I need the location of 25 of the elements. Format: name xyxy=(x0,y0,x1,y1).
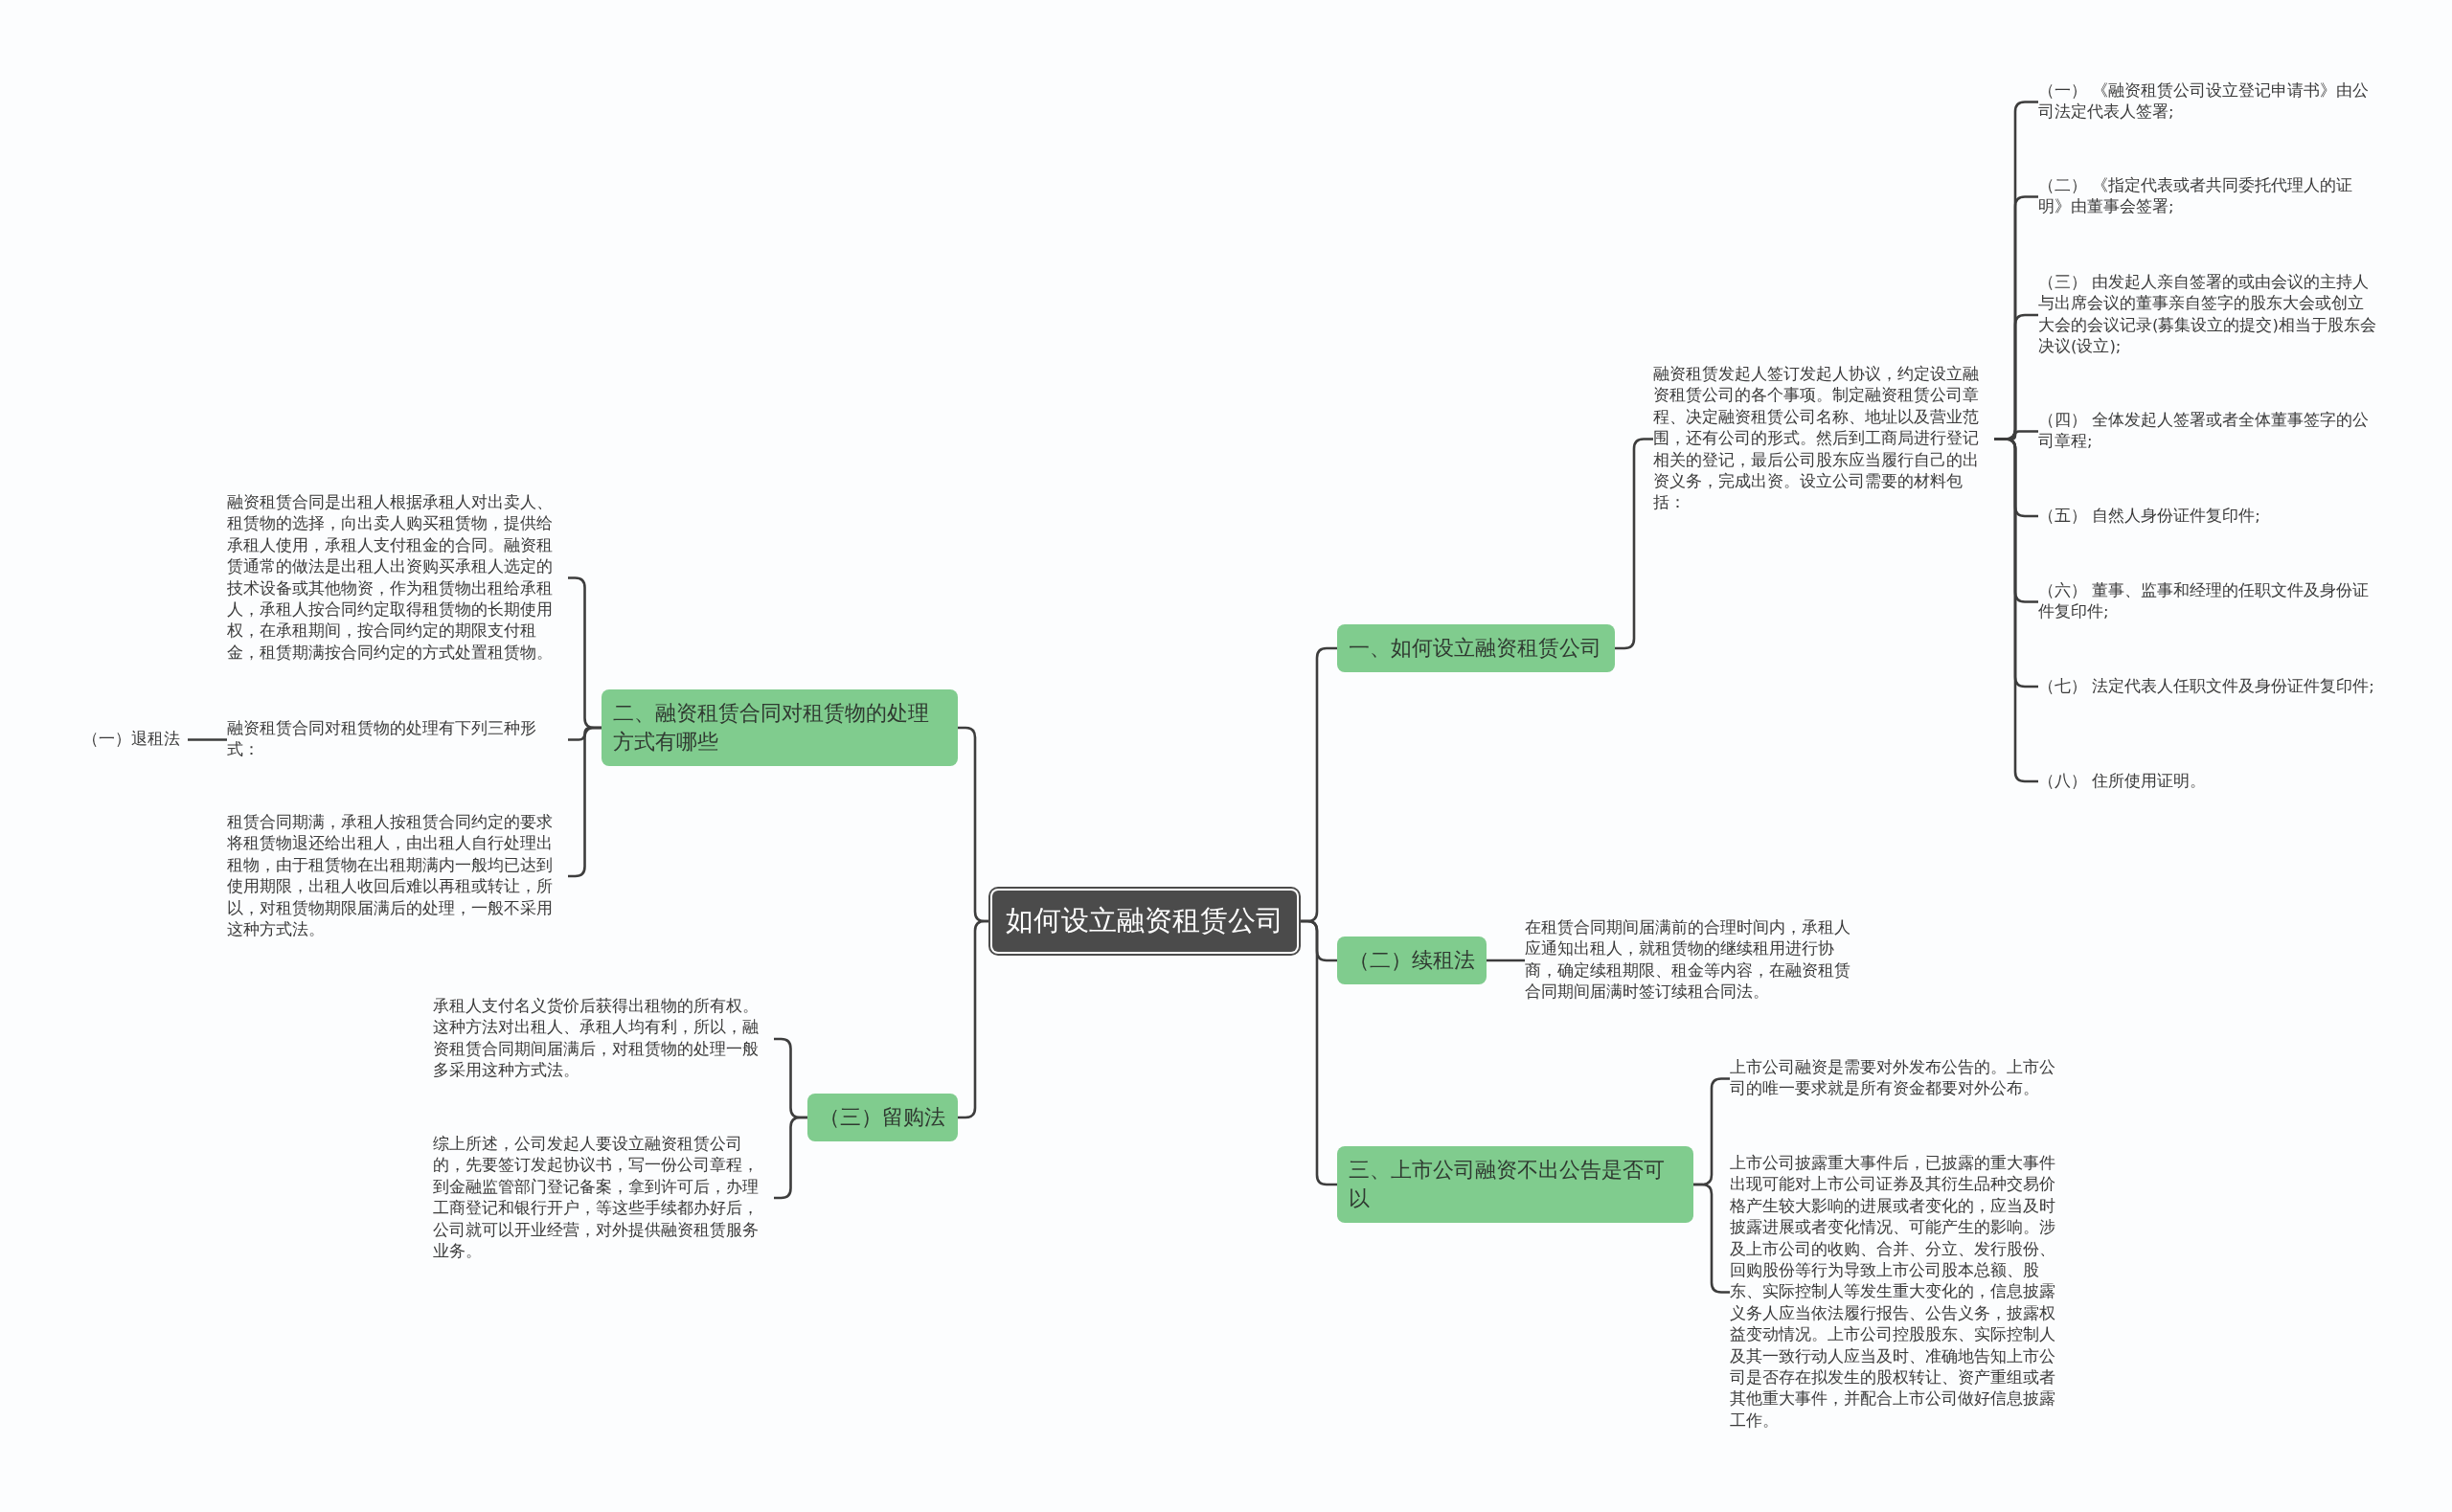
note-text: 综上所述，公司发起人要设立融资租赁公司的，先要签订发起协议书，写一份公司章程，到金融监管部门登记备案，拿到许可后，办理工商登记和银行开户，等这些手续都办好后，公司就可以开业经营，对外提供融资租赁服务业务。 xyxy=(433,1134,774,1263)
topic-box: （二）续租法 xyxy=(1337,937,1487,984)
note-text: （一）退租法 xyxy=(82,729,188,751)
note-text: 承租人支付名义货价后获得出租物的所有权。这种方法对出租人、承租人均有利，所以，融资租赁合同期间届满后，对租赁物的处理一般多采用这种方式法。 xyxy=(433,996,774,1082)
note-text: （四） 全体发起人签署或者全体董事签字的公司章程; xyxy=(2038,410,2379,453)
topic-box: 三、上市公司融资不出公告是否可以 xyxy=(1337,1146,1693,1223)
note-text: 融资租赁合同对租赁物的处理有下列三种形式： xyxy=(227,718,568,761)
connector-line xyxy=(188,738,227,741)
note-text: （六） 董事、监事和经理的任职文件及身份证件复印件; xyxy=(2038,580,2379,623)
topic-box: 二、融资租赁合同对租赁物的处理方式有哪些 xyxy=(602,689,958,766)
topic-box: 一、如何设立融资租赁公司 xyxy=(1337,624,1615,672)
note-text: 上市公司披露重大事件后，已披露的重大事件出现可能对上市公司证券及其衍生品种交易价格产生较大影响的进展或者变化的，应当及时披露进展或者变化情况、可能产生的影响。涉及上市公司的收购、合并、分立、发行股份、回购股份等行为导致上市公司股本总额、股东、实际控制人等发生重大变化的，信息披露义务人应当依法履行报告、公告义务，披露权益变动情况。上市公司控股股东、实际控制人及其一致行动人应当及时、准确地告知上市公司是否存在拟发生的股权转让、资产重组或者其他重大事件，并配合上市公司做好信息披露工作。 xyxy=(1730,1153,2071,1433)
connector-line xyxy=(1487,959,1525,962)
note-text: 在租赁合同期间届满前的合理时间内，承租人应通知出租人，就租赁物的继续租用进行协商，确定续租期限、租金等内容，在融资租赁合同期间届满时签订续租合同法。 xyxy=(1525,917,1866,1004)
note-text: （七） 法定代表人任职文件及身份证件复印件; xyxy=(2038,676,2379,698)
note-text: 租赁合同期满，承租人按租赁合同约定的要求将租赁物退还给出租人，由出租人自行处理出租物，由于租赁物在出租期满内一般均已达到使用期限，出租人收回后难以再租或转让，所以，对租赁物期限届满后的处理，一般不采用这种方式法。 xyxy=(227,812,568,941)
topic-box: （三）留购法 xyxy=(807,1094,958,1141)
note-text: （三） 由发起人亲自签署的或由会议的主持人与出席会议的董事亲自签字的股东大会或创立大会的会议记录(募集设立的提交)相当于股东会决议(设立); xyxy=(2038,272,2379,358)
note-text: 融资租赁发起人签订发起人协议，约定设立融资租赁公司的各个事项。制定融资租赁公司章程、决定融资租赁公司名称、地址以及营业范围，还有公司的形式。然后到工商局进行登记相关的登记，最后公司股东应当履行自己的出资义务，完成出资。设立公司需要的材料包括： xyxy=(1653,364,1994,514)
note-text: （五） 自然人身份证件复印件; xyxy=(2038,506,2379,528)
note-text: 融资租赁合同是出租人根据承租人对出卖人、租赁物的选择，向出卖人购买租赁物，提供给承租人使用，承租人支付租金的合同。融资租赁通常的做法是出租人出资购买承租人选定的技术设备或其他物资，作为租赁物出租给承租人，承租人按合同约定取得租赁物的长期使用权，在承租期间，按合同约定的期限支付租金，租赁期满按合同约定的方式处置租赁物。 xyxy=(227,492,568,665)
note-text: 上市公司融资是需要对外发布公告的。上市公司的唯一要求就是所有资金都要对外公布。 xyxy=(1730,1057,2071,1100)
note-text: （八） 住所使用证明。 xyxy=(2038,771,2379,793)
note-text: （一） 《融资租赁公司设立登记申请书》由公司法定代表人签署; xyxy=(2038,80,2379,124)
note-text: （二） 《指定代表或者共同委托代理人的证明》由董事会签署; xyxy=(2038,175,2379,218)
